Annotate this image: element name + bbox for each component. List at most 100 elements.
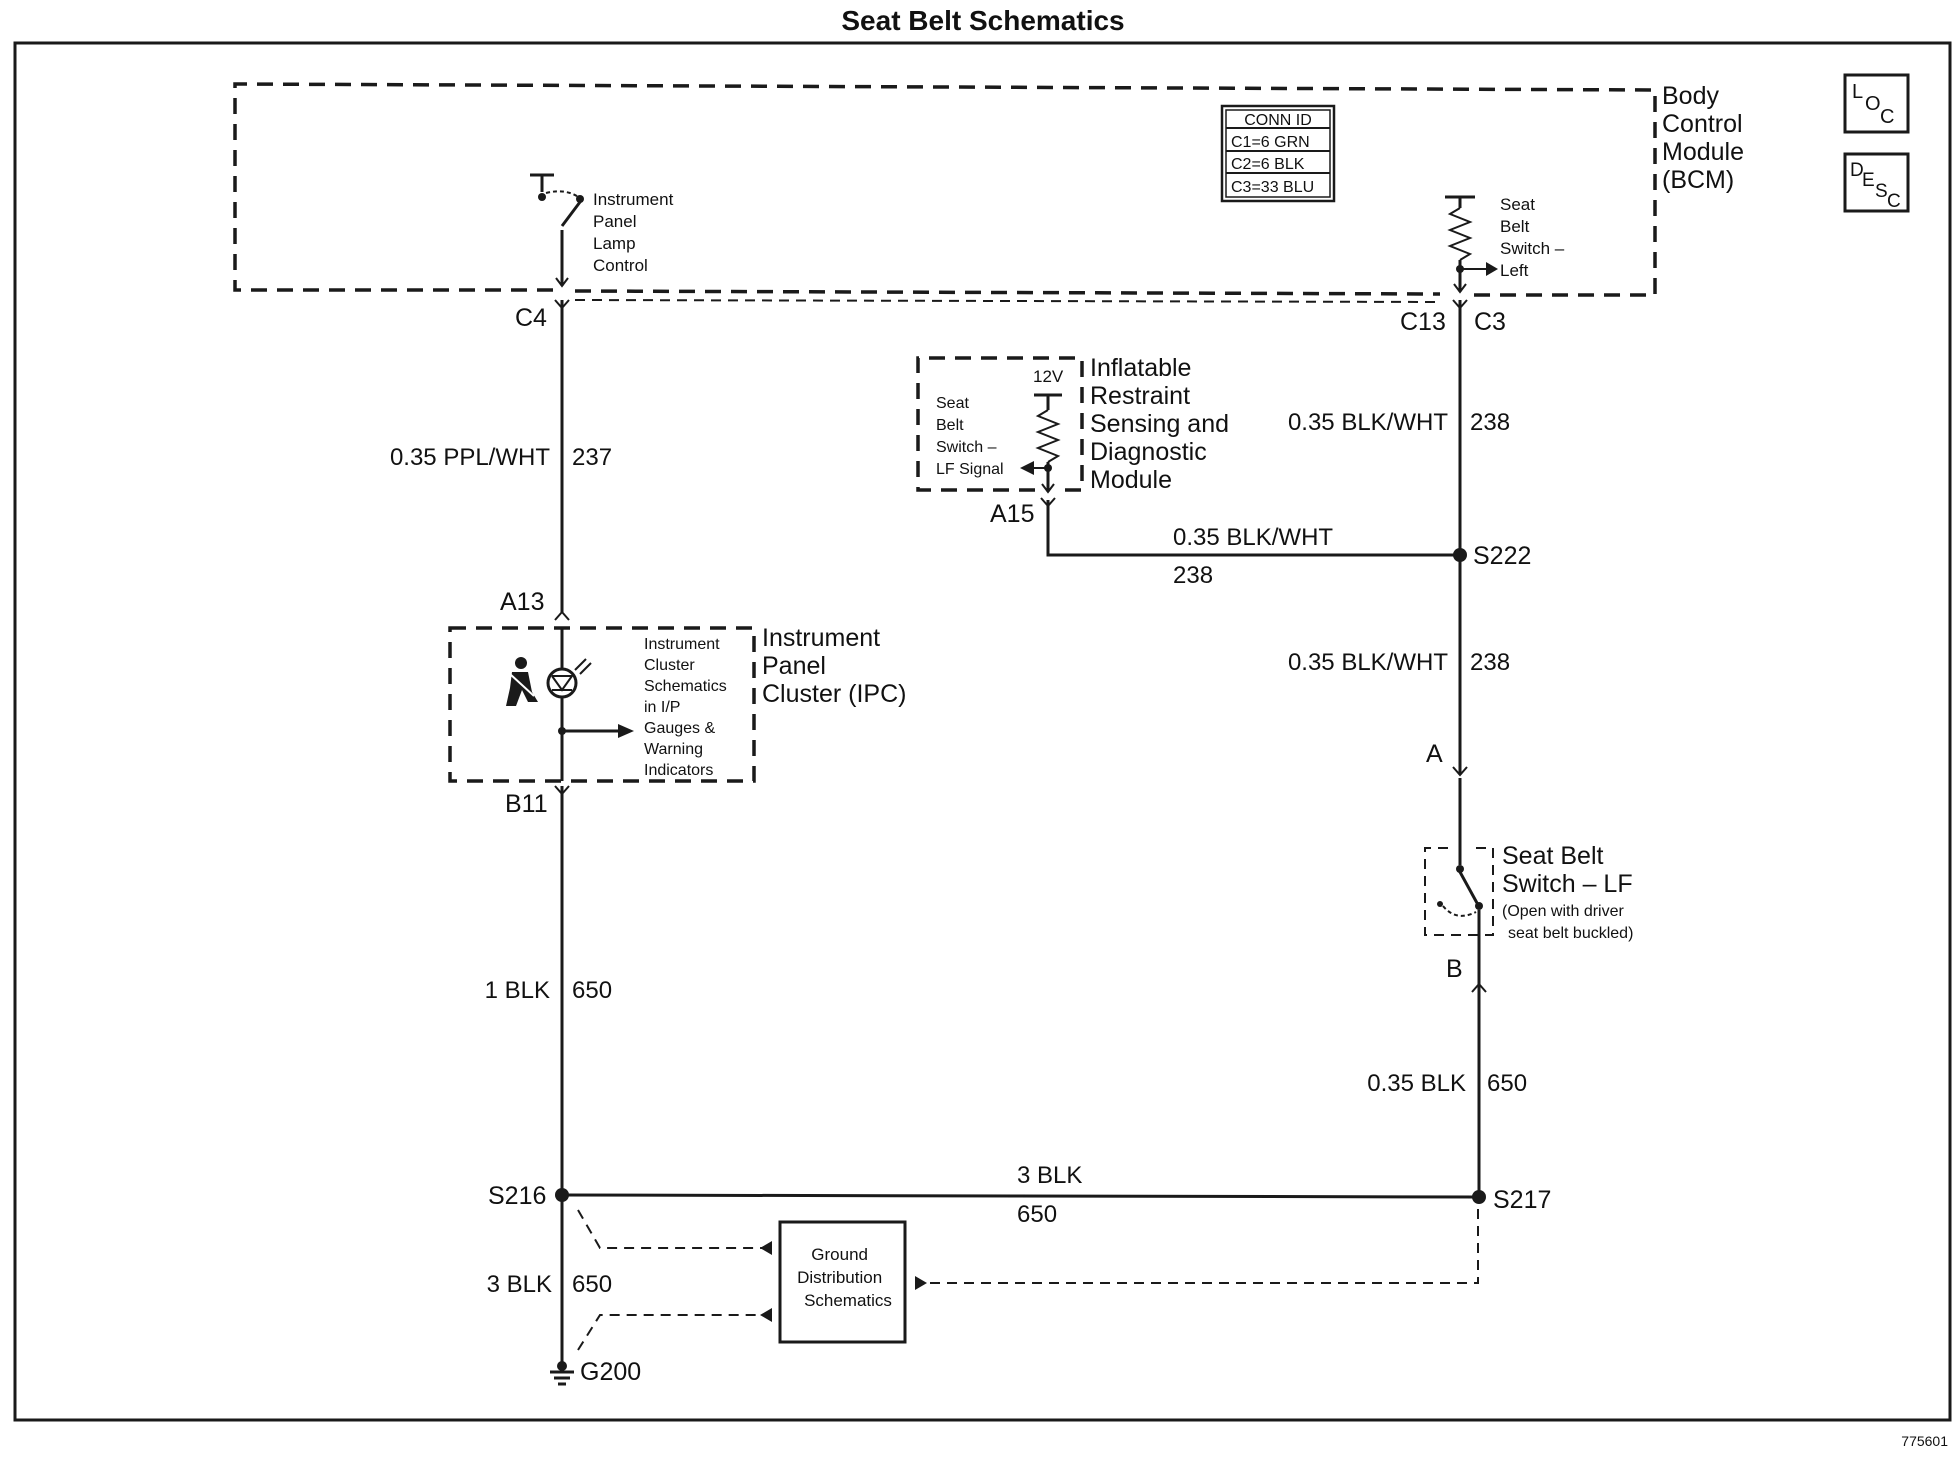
ground-g200: G200 — [580, 1358, 641, 1386]
ipc-reference-line: Gauges & — [644, 720, 715, 737]
ground-dist-arrow-lower — [760, 1308, 772, 1322]
page-title: Seat Belt Schematics — [841, 5, 1124, 36]
ipc-name-line: Panel — [762, 652, 826, 680]
splice-s217-dot — [1472, 1190, 1486, 1204]
irsdm-signal-label-line: Seat — [936, 395, 969, 412]
ipc-reference-line: in I/P — [644, 699, 680, 716]
connector-c3: C3 — [1474, 308, 1506, 336]
splice-s216: S216 — [488, 1182, 546, 1210]
bcm-switch-label-line: Left — [1500, 261, 1529, 280]
desc-tab-letter: D — [1850, 160, 1864, 181]
conn-id-table: CONN ID C1=6 GRN C2=6 BLK C3=33 BLU — [1220, 104, 1336, 203]
ground-dist-link-lower — [577, 1314, 762, 1351]
connector-a13: A13 — [500, 588, 544, 616]
figure-id: 775601 — [1901, 1433, 1948, 1449]
seat-switch-boundary — [1424, 847, 1494, 936]
lamp-control-label-line: Panel — [593, 212, 636, 231]
seat-switch-note-line: seat belt buckled) — [1508, 925, 1633, 942]
lamp-control-switch-symbol — [530, 173, 584, 288]
connector-b-symbol — [1471, 982, 1487, 993]
seat-switch-note: (Open with driver seat belt buckled) — [1502, 903, 1633, 942]
irsdm-signal-label-line: Belt — [936, 417, 964, 434]
bcm-name-line: Module — [1662, 138, 1744, 166]
conn-id-row: C3=33 BLU — [1231, 179, 1314, 196]
irsdm-name-line: Inflatable — [1090, 354, 1191, 382]
ground-g200-symbol — [550, 1361, 574, 1386]
wire-238-lower-circuit: 238 — [1470, 649, 1510, 676]
ground-distribution-box[interactable] — [778, 1220, 907, 1344]
seat-switch-name-line: Seat Belt — [1502, 842, 1604, 870]
irsdm-name: Inflatable Restraint Sensing and Diagnos… — [1090, 354, 1236, 494]
seat-switch-lf-symbol — [1437, 778, 1483, 985]
seat-belt-indicator-symbol — [546, 628, 634, 781]
irsdm-voltage: 12V — [1033, 367, 1064, 386]
wire-650-ipc-size: 1 BLK — [485, 977, 550, 1004]
connector-c13: C13 — [1400, 308, 1446, 336]
ground-dist-link-right — [930, 1205, 1479, 1284]
bcm-switch-label-line: Belt — [1500, 217, 1530, 236]
wire-238-upper-size: 0.35 BLK/WHT — [1288, 409, 1448, 436]
loc-tab-letter: L — [1852, 81, 1863, 103]
ground-distribution-label: Ground Distribution Schematics — [797, 1245, 892, 1310]
wire-650-bus-circuit: 650 — [1017, 1201, 1057, 1228]
bcm-boundary — [233, 82, 1657, 297]
wire-650-ground-circuit: 650 — [572, 1271, 612, 1298]
lamp-control-label-line: Control — [593, 256, 648, 275]
lamp-control-label-line: Instrument — [593, 190, 674, 209]
irsdm-name-line: Restraint — [1090, 382, 1190, 410]
ipc-name-line: Cluster (IPC) — [762, 680, 906, 708]
wire-238-horizontal — [1046, 500, 1460, 557]
irsdm-name-line: Module — [1090, 466, 1172, 494]
ipc-reference-line: Instrument — [644, 636, 720, 653]
ground-dist-arrow-right — [915, 1276, 927, 1290]
irsdm-resistor-symbol — [1020, 393, 1062, 494]
ipc-name: Instrument Panel Cluster (IPC) — [762, 624, 906, 708]
bcm-switch-label-line: Seat — [1500, 195, 1535, 214]
irsdm-signal-label-line: Switch – — [936, 439, 997, 456]
loc-tab-letter: C — [1880, 106, 1894, 128]
conn-id-row: C2=6 BLK — [1231, 156, 1305, 173]
lamp-control-label-line: Lamp — [593, 234, 636, 253]
desc-tab-letter: S — [1875, 181, 1888, 202]
wire-650-switch-circuit: 650 — [1487, 1070, 1527, 1097]
bcm-connector-shell — [574, 299, 1441, 303]
bcm-name: Body Control Module (BCM) — [1662, 82, 1751, 194]
ipc-reference-line: Schematics — [644, 678, 727, 695]
lamp-control-label: Instrument Panel Lamp Control — [593, 190, 678, 275]
bcm-name-line: Control — [1662, 110, 1743, 138]
wire-238-upper-circuit: 238 — [1470, 409, 1510, 436]
wire-237-circuit: 237 — [572, 444, 612, 471]
ground-dist-arrow-upper — [760, 1241, 772, 1255]
seat-switch-name: Seat Belt Switch – LF — [1502, 842, 1633, 898]
bcm-seat-belt-resistor-symbol — [1445, 195, 1498, 294]
wire-650-ipc-circuit: 650 — [572, 977, 612, 1004]
connector-b11: B11 — [505, 790, 548, 818]
seat-switch-name-line: Switch – LF — [1502, 870, 1633, 898]
connector-a: A — [1426, 740, 1443, 768]
irsdm-name-line: Diagnostic — [1090, 438, 1207, 466]
splice-s222: S222 — [1473, 542, 1531, 570]
conn-id-row: C1=6 GRN — [1231, 134, 1310, 151]
ground-distribution-label-line: Schematics — [804, 1291, 892, 1310]
connector-a13-symbol — [554, 610, 570, 621]
irsdm-signal-label-line: LF Signal — [936, 461, 1004, 478]
connector-a15: A15 — [990, 500, 1034, 528]
irsdm-boundary — [916, 356, 1084, 492]
wire-237-size: 0.35 PPL/WHT — [390, 444, 550, 471]
ground-distribution-label-line: Ground — [811, 1245, 868, 1264]
bcm-name-line: (BCM) — [1662, 166, 1734, 194]
irsdm-name-line: Sensing and — [1090, 410, 1229, 438]
bcm-boundary-bottom — [574, 289, 1441, 296]
bcm-switch-label: Seat Belt Switch – Left — [1500, 195, 1569, 280]
wire-650-bus-size: 3 BLK — [1017, 1162, 1082, 1189]
loc-tab[interactable]: L O C — [1843, 73, 1910, 134]
wire-238-lower-size: 0.35 BLK/WHT — [1288, 649, 1448, 676]
connector-b: B — [1446, 955, 1463, 983]
ground-dist-link-upper — [577, 1209, 762, 1249]
desc-tab[interactable]: D E S C — [1843, 152, 1910, 213]
diagram-frame — [13, 41, 1952, 1422]
wire-238-horizontal-circuit: 238 — [1173, 562, 1213, 589]
wire-650-ground-size: 3 BLK — [487, 1271, 552, 1298]
wire-650-switch-size: 0.35 BLK — [1367, 1070, 1466, 1097]
